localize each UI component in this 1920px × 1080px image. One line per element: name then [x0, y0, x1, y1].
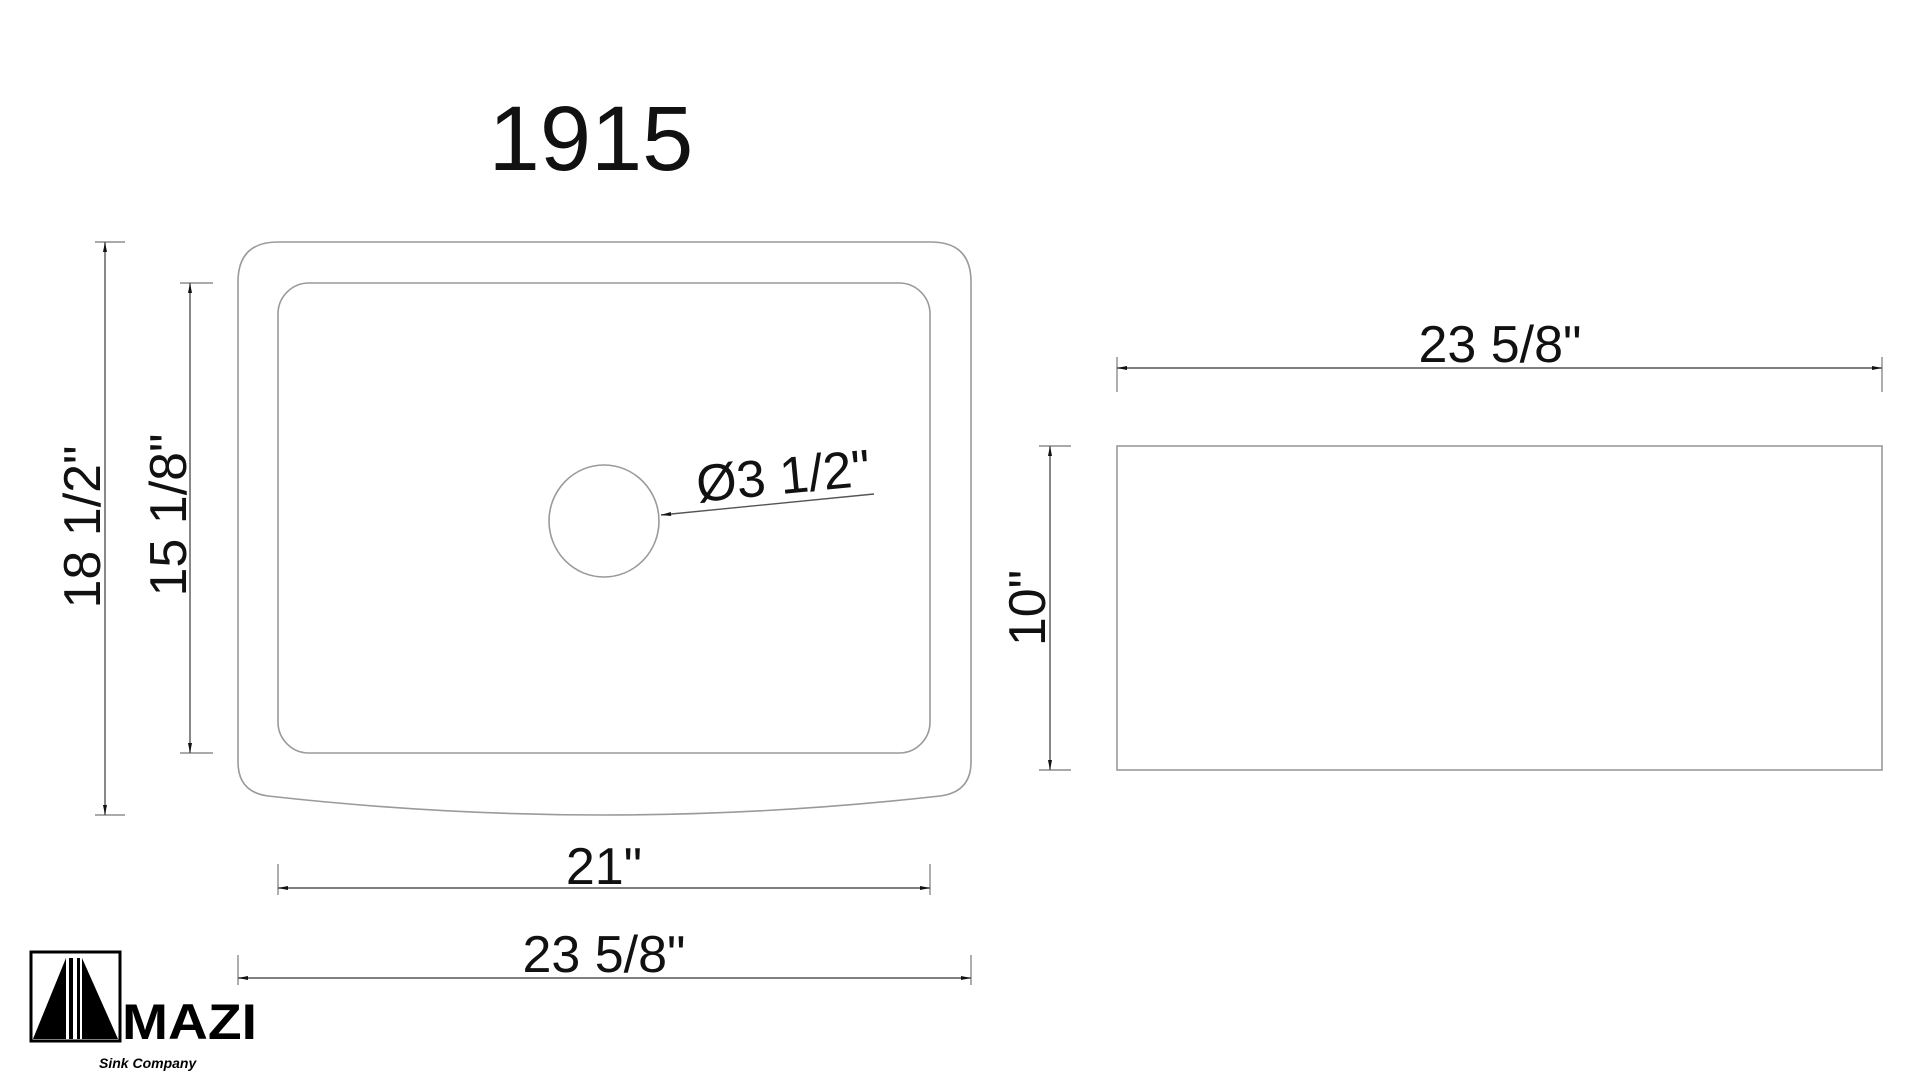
sink-bowl-outline	[277, 282, 931, 754]
model-title: 1915	[489, 88, 694, 190]
logo-tagline: Sink Company	[99, 1055, 197, 1071]
amazi-logo: MAZI Sink Company	[29, 950, 257, 1071]
bowl-width-label: 21"	[566, 838, 642, 896]
front-view: 23 5/8" 10"	[999, 316, 1883, 771]
overall-depth-label: 18 1/2"	[54, 445, 112, 608]
bowl-depth-label: 15 1/8"	[140, 433, 198, 596]
drain-hole	[548, 464, 660, 578]
overall-width-label: 23 5/8"	[522, 926, 685, 984]
front-width-label: 23 5/8"	[1418, 316, 1581, 374]
drain-diameter-label: Ø3 1/2"	[694, 439, 873, 513]
top-view: Ø3 1/2" 18 1/2" 15 1/8" 21" 23 5/8"	[54, 241, 972, 985]
drain-leader	[660, 493, 875, 517]
sink-outer-outline	[237, 241, 972, 816]
front-apron-outline	[1116, 445, 1883, 771]
logo-wordmark: MAZI	[122, 994, 257, 1050]
front-height-label: 10"	[999, 570, 1057, 646]
